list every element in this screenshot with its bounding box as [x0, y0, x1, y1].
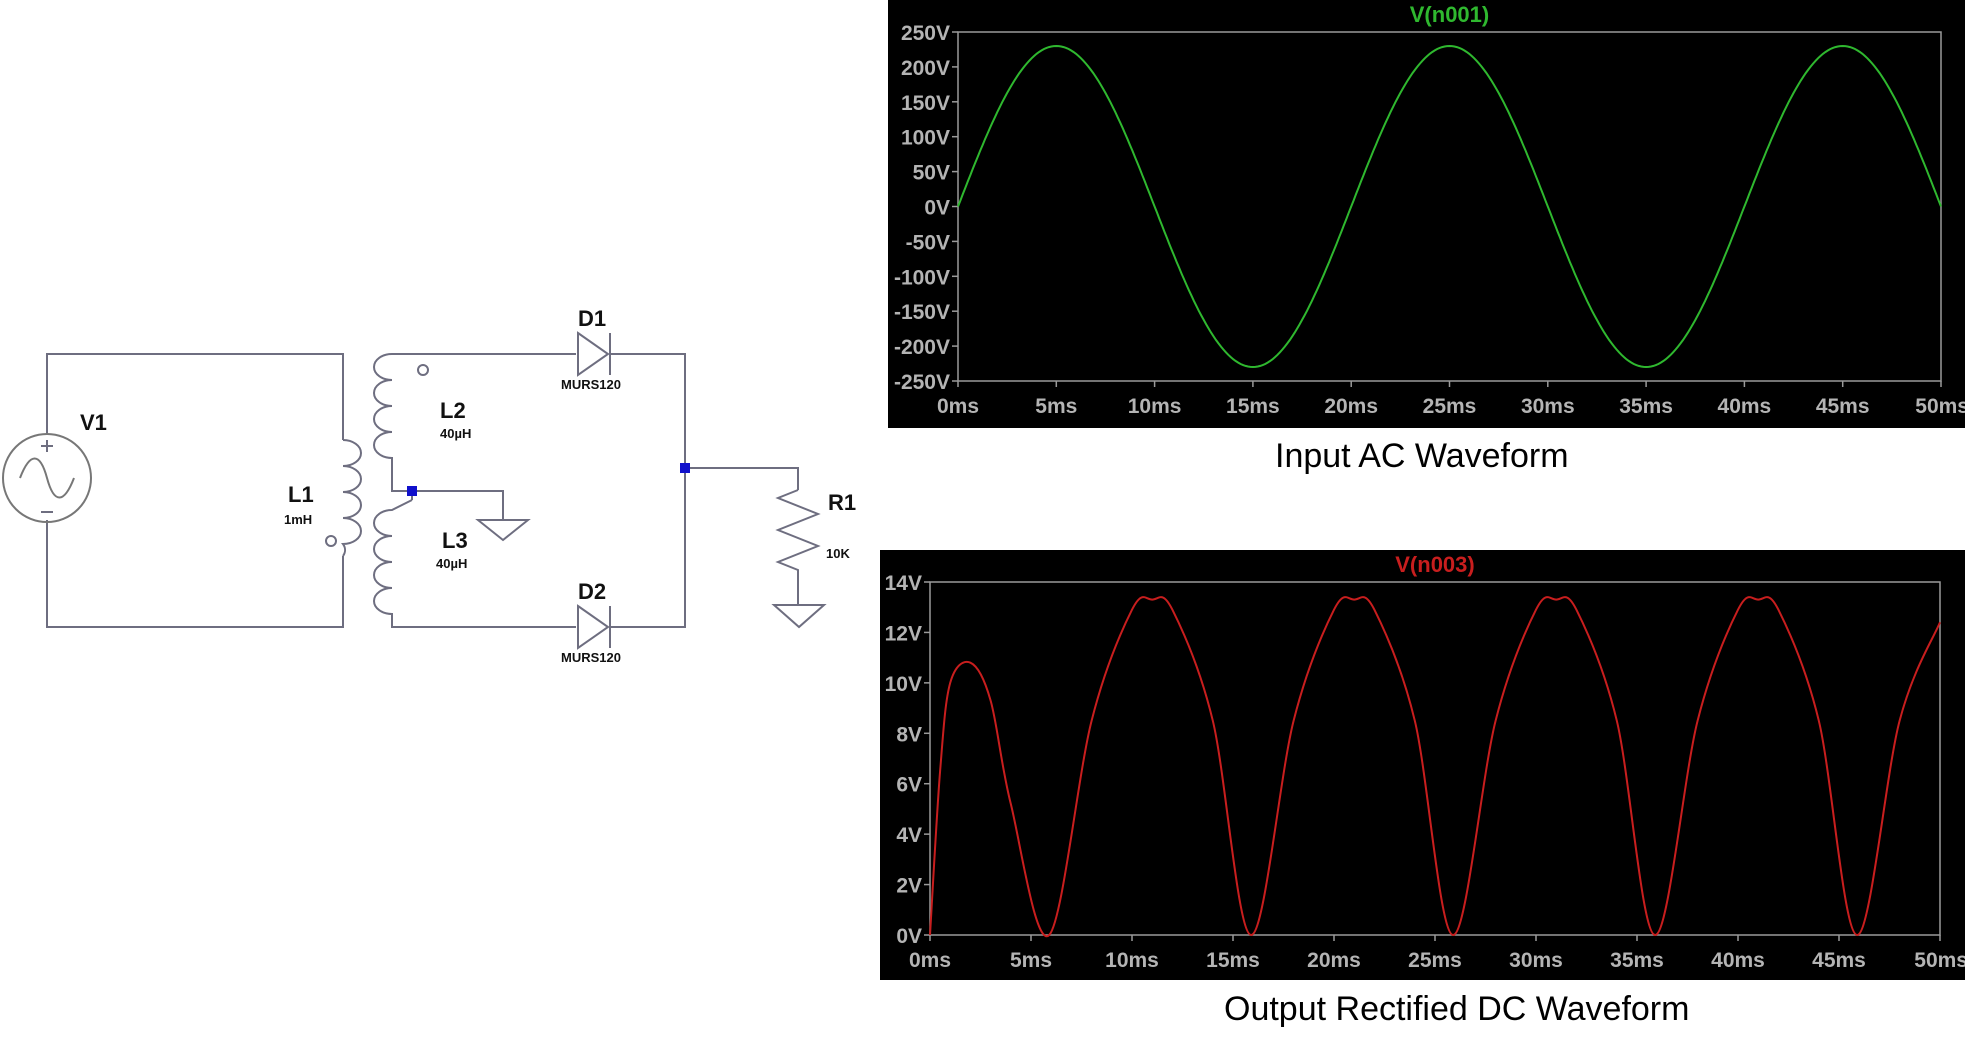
y-tick-label: 14V — [885, 572, 922, 595]
inductor-l3-coil — [373, 499, 413, 624]
node-center-tap — [407, 486, 417, 496]
v1-label: V1 — [80, 410, 107, 435]
y-tick-label: -100V — [894, 266, 950, 289]
x-tick-label: 35ms — [1610, 949, 1664, 972]
y-tick-label: 50V — [913, 162, 950, 185]
chart-title: V(n003) — [1395, 552, 1474, 577]
inductor-l1-coil — [341, 439, 362, 557]
x-tick-label: 50ms — [1914, 949, 1965, 972]
y-tick-label: 4V — [896, 824, 922, 847]
x-tick-label: 15ms — [1206, 949, 1260, 972]
y-tick-label: 8V — [896, 723, 922, 746]
wire-primary-top — [46, 353, 344, 440]
inductor-l2-coil — [373, 353, 393, 468]
y-tick-label: 0V — [924, 197, 950, 220]
x-tick-label: 40ms — [1711, 949, 1765, 972]
l2-value: 40µH — [440, 426, 471, 441]
wire-output — [685, 467, 799, 490]
x-tick-label: 20ms — [1307, 949, 1361, 972]
y-tick-label: -50V — [906, 231, 950, 254]
y-tick-label: 12V — [885, 622, 922, 645]
x-tick-label: 40ms — [1718, 395, 1772, 418]
caption-input-ac: Input AC Waveform — [1275, 437, 1569, 475]
l1-value: 1mH — [284, 512, 312, 527]
x-tick-label: 15ms — [1226, 395, 1280, 418]
y-tick-label: 2V — [896, 875, 922, 898]
x-tick-label: 5ms — [1010, 949, 1052, 972]
y-tick-label: 250V — [901, 22, 950, 45]
node-output — [680, 463, 690, 473]
x-tick-label: 0ms — [909, 949, 951, 972]
wire-primary-bottom — [46, 520, 344, 628]
diode-d1-symbol — [577, 331, 611, 377]
chart-title: V(n001) — [1410, 2, 1489, 27]
y-tick-label: 150V — [901, 92, 950, 115]
y-tick-label: 10V — [885, 673, 922, 696]
resistor-r1-symbol — [775, 489, 821, 605]
l2-label: L2 — [440, 398, 466, 423]
l1-label: L1 — [288, 482, 314, 507]
l2-dot — [417, 364, 429, 376]
x-tick-label: 5ms — [1035, 395, 1077, 418]
wire-d2-out — [610, 468, 686, 628]
series-line-vn001 — [957, 44, 1942, 369]
series-line-vn003 — [929, 596, 1941, 938]
d1-label: D1 — [578, 306, 606, 331]
d1-model: MURS120 — [561, 377, 621, 392]
x-tick-label: 45ms — [1812, 949, 1866, 972]
x-tick-label: 20ms — [1324, 395, 1378, 418]
x-tick-label: 0ms — [937, 395, 979, 418]
r1-label: R1 — [828, 490, 856, 515]
x-tick-label: 50ms — [1915, 395, 1965, 418]
ground-symbol-load — [771, 604, 827, 629]
x-tick-label: 10ms — [1105, 949, 1159, 972]
y-tick-label: 0V — [896, 925, 922, 948]
l3-label: L3 — [442, 528, 468, 553]
l3-value: 40µH — [436, 556, 467, 571]
y-tick-label: -200V — [894, 336, 950, 359]
y-tick-label: 200V — [901, 57, 950, 80]
x-tick-label: 35ms — [1619, 395, 1673, 418]
x-tick-label: 25ms — [1408, 949, 1462, 972]
d2-label: D2 — [578, 579, 606, 604]
y-tick-label: 6V — [896, 774, 922, 797]
y-tick-label: -250V — [894, 371, 950, 394]
l1-dot — [325, 535, 337, 547]
x-tick-label: 30ms — [1521, 395, 1575, 418]
x-tick-label: 30ms — [1509, 949, 1563, 972]
x-tick-label: 25ms — [1423, 395, 1477, 418]
d2-model: MURS120 — [561, 650, 621, 665]
wire-d1-out — [610, 353, 686, 468]
schematic-labels: V1 L1 1mH L2 40µH L3 40µH D1 MURS120 D2 … — [80, 306, 856, 665]
x-tick-label: 10ms — [1128, 395, 1182, 418]
x-tick-label: 45ms — [1816, 395, 1870, 418]
schematic — [2, 331, 827, 650]
chart-background — [888, 0, 1965, 428]
r1-value: 10K — [826, 546, 850, 561]
y-tick-label: -150V — [894, 301, 950, 324]
wire-d2 — [391, 620, 576, 628]
wire-center-tap — [412, 490, 504, 520]
caption-output-dc: Output Rectified DC Waveform — [1224, 990, 1690, 1028]
input-ac-waveform-chart: V(n001) 250V 200V 150V 100V 50V 0V -50V -100V -15… — [888, 0, 1965, 428]
diode-d2-symbol — [577, 604, 611, 650]
ac-source-symbol — [2, 433, 92, 523]
y-tick-label: 100V — [901, 127, 950, 150]
ground-symbol-ct — [475, 519, 531, 542]
